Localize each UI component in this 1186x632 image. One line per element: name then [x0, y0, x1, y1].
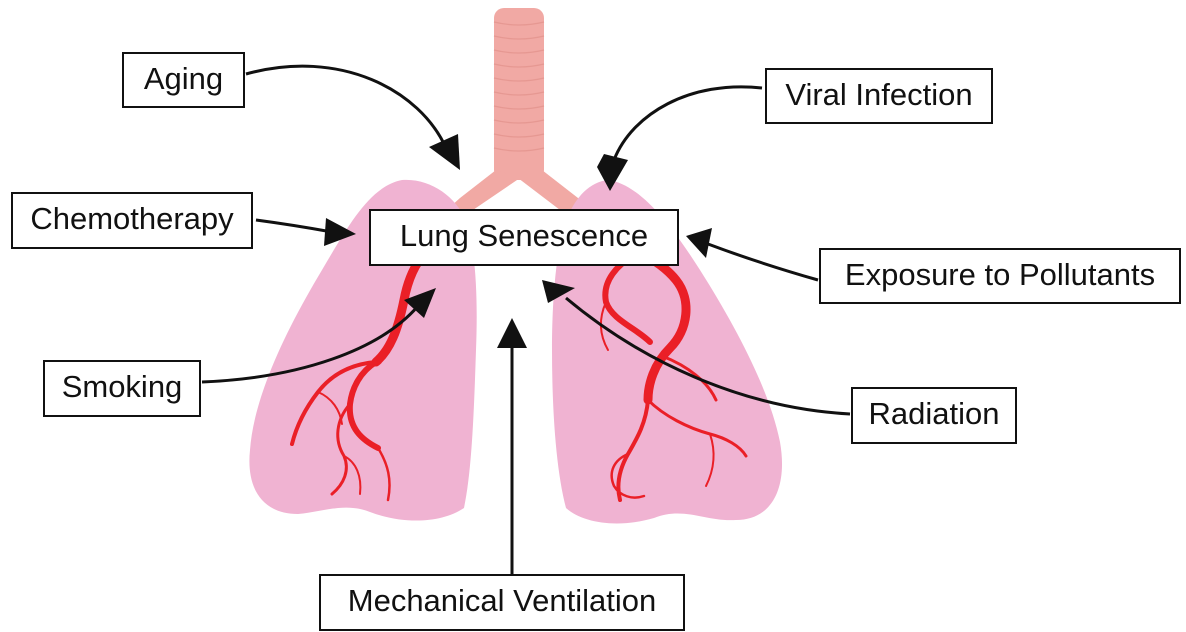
chemotherapy-label: Chemotherapy [30, 201, 234, 236]
radiation-label-box: Radiation [852, 388, 1016, 443]
aging-arrowhead [429, 134, 460, 170]
viral-infection-label-box: Viral Infection [766, 69, 992, 123]
mechanical-ventilation-label: Mechanical Ventilation [348, 583, 656, 618]
radiation-label: Radiation [869, 396, 1000, 431]
viral-infection-arrow [614, 87, 762, 160]
aging-label-box: Aging [123, 53, 244, 107]
aging-label: Aging [144, 61, 223, 96]
viral-infection-label: Viral Infection [785, 77, 972, 112]
chemotherapy-arrow [256, 220, 332, 232]
exposure-to-pollutants-label: Exposure to Pollutants [845, 257, 1155, 292]
smoking-label: Smoking [62, 369, 183, 404]
lung-senescence-label: Lung Senescence [400, 218, 648, 253]
exposure-to-pollutants-label-box: Exposure to Pollutants [820, 249, 1180, 303]
mechanical-ventilation-arrowhead [497, 318, 527, 348]
lung-senescence-label-box: Lung Senescence [370, 210, 678, 265]
exposure-to-pollutants-arrow [708, 244, 818, 280]
chemotherapy-label-box: Chemotherapy [12, 193, 252, 248]
aging-arrow [246, 66, 446, 148]
smoking-label-box: Smoking [44, 361, 200, 416]
exposure-to-pollutants-arrowhead [686, 228, 712, 258]
mechanical-ventilation-label-box: Mechanical Ventilation [320, 575, 684, 630]
